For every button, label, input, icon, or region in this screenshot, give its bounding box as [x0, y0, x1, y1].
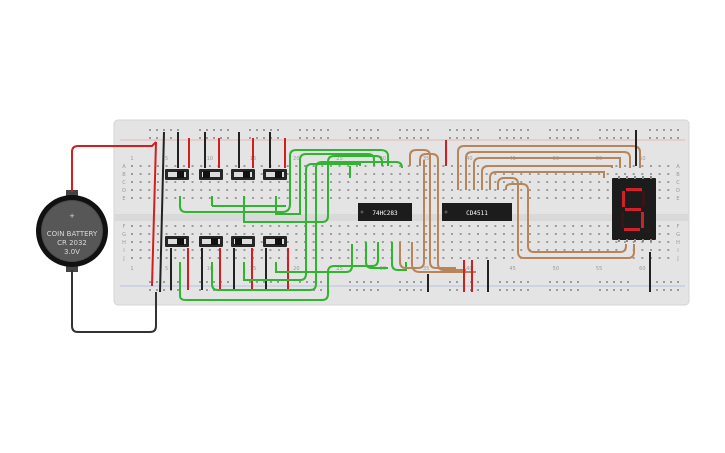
row-letter: C [122, 180, 126, 186]
column-number-bottom: 40 [466, 266, 472, 272]
column-number-bottom: 50 [553, 266, 559, 272]
slide-switch[interactable] [231, 236, 255, 247]
slide-switch[interactable] [263, 169, 287, 180]
segment-f [622, 191, 625, 207]
rail-wire-red-left[interactable] [151, 141, 157, 287]
slide-switches [165, 169, 287, 247]
column-number-top: 1 [130, 156, 133, 162]
slide-switch[interactable] [165, 236, 189, 247]
battery-plus-label: + [69, 212, 75, 220]
row-letter: I [677, 248, 678, 254]
segment-g [625, 208, 641, 211]
row-letter: H [676, 240, 680, 246]
column-number-bottom: 35 [423, 266, 429, 272]
column-number-bottom: 45 [509, 266, 515, 272]
column-number-top: 40 [466, 156, 472, 162]
row-letter: J [676, 256, 678, 262]
chip-cd4511-label: CD4511 [466, 210, 488, 217]
row-letter: D [676, 188, 680, 194]
column-number-top: 30 [380, 156, 386, 162]
row-letter: G [122, 232, 126, 238]
segment-b [642, 191, 645, 207]
column-number-bottom: 20 [293, 266, 299, 272]
column-number-top: 20 [293, 156, 299, 162]
segment-e [621, 212, 624, 228]
slide-switch[interactable] [263, 236, 287, 247]
row-letter: F [677, 224, 680, 230]
chip-74hc283-label: 74HC283 [372, 210, 398, 217]
segment-a [626, 188, 642, 191]
column-number-top: 10 [207, 156, 213, 162]
row-letter: D [122, 188, 126, 194]
row-letter: A [676, 164, 680, 170]
row-letter: B [676, 172, 680, 178]
brown-wires [399, 145, 641, 273]
segment-d [624, 228, 640, 231]
row-letter: G [676, 232, 680, 238]
battery-negative-wire[interactable] [71, 270, 157, 333]
column-number-bottom: 25 [336, 266, 342, 272]
row-letter: C [676, 180, 680, 186]
slide-switch[interactable] [231, 169, 255, 180]
row-letter: F [123, 224, 126, 230]
bottom-switch-wires [170, 248, 289, 290]
segment-c [641, 212, 644, 228]
row-letter: B [122, 172, 126, 178]
green-wires [179, 149, 407, 301]
coin-battery: + COIN BATTERY CR 2032 3.0V [36, 190, 108, 272]
rail-wire-black-left[interactable] [159, 131, 165, 293]
row-letter: E [122, 196, 125, 202]
column-number-bottom: 10 [207, 266, 213, 272]
column-number-top: 25 [336, 156, 342, 162]
row-letter: A [122, 164, 126, 170]
column-number-bottom: 1 [130, 266, 133, 272]
display-segments [618, 176, 652, 242]
battery-label-line1: COIN BATTERY [47, 230, 98, 238]
segment-dp [646, 228, 650, 232]
column-number-bottom: 55 [596, 266, 602, 272]
column-number-top: 60 [639, 156, 645, 162]
row-letter: E [676, 196, 679, 202]
slide-switch[interactable] [165, 169, 189, 180]
battery-label-line2: CR 2032 [57, 239, 87, 247]
chip-74hc283[interactable]: 74HC283 [358, 203, 412, 221]
column-number-bottom: 15 [250, 266, 256, 272]
row-letter: J [122, 256, 124, 262]
row-letter: I [123, 248, 124, 254]
column-number-bottom: 60 [639, 266, 645, 272]
slide-switch[interactable] [199, 236, 223, 247]
column-number-bottom: 5 [165, 266, 168, 272]
column-number-top: 35 [423, 156, 429, 162]
battery-label-line3: 3.0V [64, 248, 80, 256]
row-letter: H [122, 240, 126, 246]
column-number-top: 5 [165, 156, 168, 162]
top-switch-wires [177, 132, 286, 168]
chip-cd4511[interactable]: CD4511 [442, 203, 512, 221]
slide-switch[interactable] [199, 169, 223, 180]
battery-positive-wire[interactable] [71, 141, 157, 192]
seven-segment-display[interactable] [612, 176, 656, 242]
